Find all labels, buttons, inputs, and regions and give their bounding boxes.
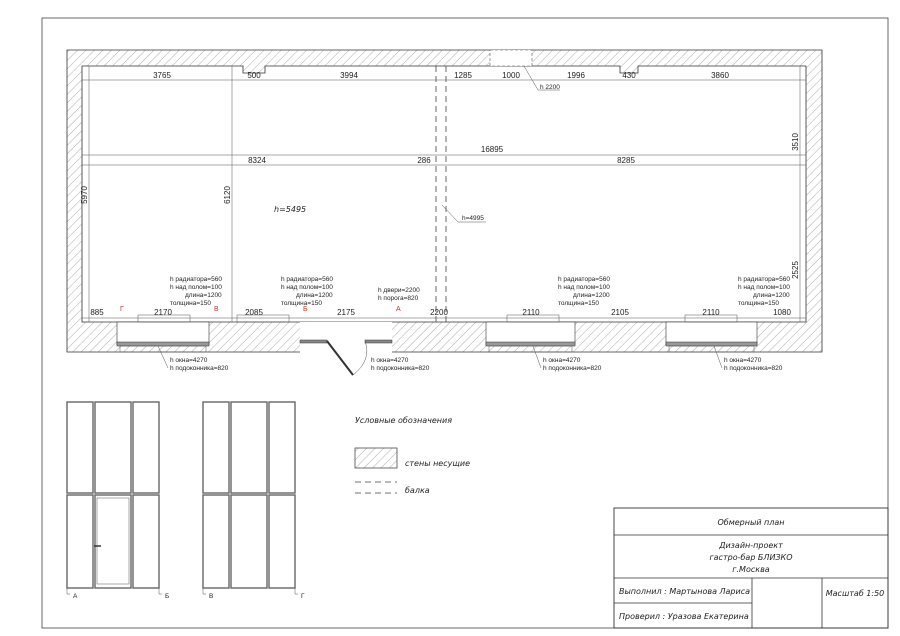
project-line: гастро-бар БЛИЗКО (709, 553, 792, 562)
svg-text:толщина=150: толщина=150 (281, 300, 322, 307)
title-block: Обмерный план Дизайн-проект гастро-бар Б… (613, 507, 889, 629)
svg-text:h подоконника=820: h подоконника=820 (170, 365, 229, 372)
section-mark: Г (120, 306, 124, 313)
door-height-label: h 2200 (540, 84, 560, 91)
dim-top: 3860 (711, 71, 729, 80)
dim-bottom: 2105 (611, 308, 629, 317)
svg-text:толщина=150: толщина=150 (558, 300, 599, 307)
svg-text:h окна=4270: h окна=4270 (543, 357, 581, 364)
dim-vertical-right-bottom: 2525 (791, 261, 800, 279)
dim-top: 1996 (567, 71, 585, 80)
svg-text:h радиатора=560: h радиатора=560 (281, 276, 333, 283)
dim-bottom: 2170 (154, 308, 172, 317)
svg-text:толщина=150: толщина=150 (170, 300, 211, 307)
svg-text:h над полом=100: h над полом=100 (558, 284, 610, 291)
radiators (137, 314, 738, 323)
dim-beam: 286 (417, 156, 431, 165)
dim-top: 1000 (502, 71, 520, 80)
svg-text:длина=1200: длина=1200 (753, 292, 790, 299)
dim-bottom: 2175 (337, 308, 355, 317)
elevation-mark: Б (165, 593, 169, 600)
svg-text:h радиатора=560: h радиатора=560 (170, 276, 222, 283)
svg-text:h над полом=100: h над полом=100 (281, 284, 333, 291)
project-line: г.Москва (732, 565, 769, 574)
entrance-door (299, 339, 393, 376)
beam-height: h=4995 (462, 215, 484, 222)
svg-text:длина=1200: длина=1200 (573, 292, 610, 299)
svg-text:h порога=820: h порога=820 (378, 295, 419, 302)
windows (116, 341, 758, 353)
legend-title: Условные обозначения (355, 416, 452, 425)
dim-bottom: 2200 (430, 308, 448, 317)
svg-text:h над полом=100: h над полом=100 (738, 284, 790, 291)
svg-text:h окна=4270: h окна=4270 (724, 357, 762, 364)
svg-text:h над полом=100: h над полом=100 (170, 284, 222, 291)
elevation-window-facade: В Г (202, 401, 305, 600)
hatch-swatch (354, 447, 398, 469)
dim-bottom: 2085 (245, 308, 263, 317)
section-mark: А (396, 306, 401, 313)
svg-text:h радиатора=560: h радиатора=560 (738, 276, 790, 283)
svg-text:h двери=2200: h двери=2200 (378, 287, 420, 294)
dim-top: 1285 (454, 71, 472, 80)
elevation-mark: А (73, 593, 78, 600)
dim-top: 3765 (153, 71, 171, 80)
svg-text:h окна=4270: h окна=4270 (371, 357, 409, 364)
dim-vertical-right-top: 3510 (791, 133, 800, 151)
legend-beam: балка (405, 486, 430, 495)
elevation-door-facade: А Б (66, 401, 169, 600)
dim-total: 16895 (481, 145, 504, 154)
svg-text:h подоконника=820: h подоконника=820 (543, 365, 602, 372)
svg-text:толщина=150: толщина=150 (738, 300, 779, 307)
dim-bottom: 2110 (522, 308, 540, 317)
project-line: Дизайн-проект (718, 541, 783, 550)
dim-top: 3994 (340, 71, 358, 80)
svg-text:h радиатора=560: h радиатора=560 (558, 276, 610, 283)
dim-top: 430 (622, 71, 636, 80)
performed-by: Выполнил : Мартынова Лариса (619, 587, 750, 596)
legend-walls: стены несущие (405, 459, 470, 468)
dim-vertical-left: 5970 (80, 186, 89, 204)
dim-bottom: 885 (90, 308, 104, 317)
dimension-lines (82, 65, 806, 322)
dim-right: 8285 (617, 156, 635, 165)
dim-bottom: 2110 (702, 308, 720, 317)
svg-text:h окна=4270: h окна=4270 (170, 357, 208, 364)
svg-text:длина=1200: длина=1200 (185, 292, 222, 299)
scale-label: Масштаб 1:50 (826, 589, 885, 598)
dim-top: 500 (247, 71, 261, 80)
legend: Условные обозначения стены несущие балка (354, 416, 470, 495)
dim-left: 8324 (248, 156, 266, 165)
checked-by: Проверил : Уразова Екатерина (619, 612, 749, 621)
sheet-frame (41, 17, 889, 629)
bearing-walls (66, 49, 823, 353)
section-mark: В (214, 306, 219, 313)
room-height: h=5495 (274, 205, 306, 214)
dim-vertical-mid: 6120 (223, 186, 232, 204)
elevation-mark: Г (301, 593, 305, 600)
svg-text:h подоконника=820: h подоконника=820 (371, 365, 430, 372)
svg-text:длина=1200: длина=1200 (296, 292, 333, 299)
svg-text:h подоконника=820: h подоконника=820 (724, 365, 783, 372)
dim-bottom: 1080 (773, 308, 791, 317)
drawing-title: Обмерный план (717, 518, 784, 527)
elevation-mark: В (209, 593, 213, 600)
section-mark: Б (303, 306, 308, 313)
